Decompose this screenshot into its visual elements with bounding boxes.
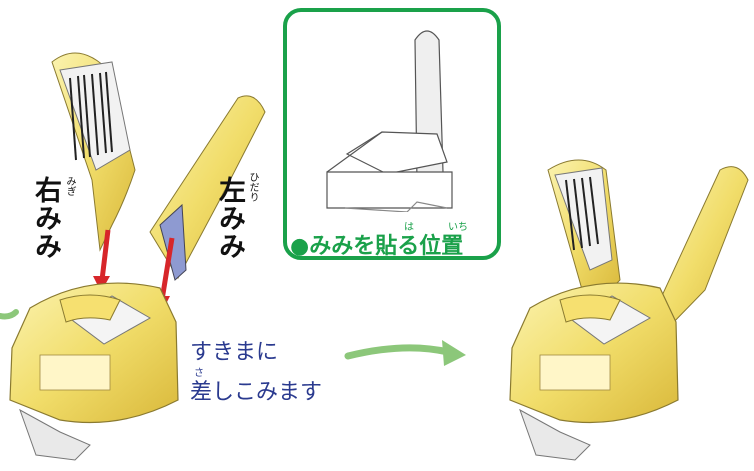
right-ear-tab <box>51 52 136 252</box>
right-ear-ruby: みぎ <box>64 176 75 196</box>
right-ear-label: 右みみ <box>30 176 61 260</box>
left-ear-label: 左みみ <box>214 176 245 260</box>
instruction-line-1: すきまに <box>190 340 279 365</box>
inset-diagram <box>326 30 453 212</box>
arrow-middle <box>344 344 452 360</box>
red-arrows <box>99 229 175 301</box>
right-package-result <box>509 159 749 461</box>
inset-ruby-ichi: いち <box>448 222 468 233</box>
inset-ruby-ha: は <box>404 222 414 233</box>
left-package-body <box>9 282 179 461</box>
inset-frame <box>283 8 501 260</box>
left-ear-ruby: ひだり <box>247 172 258 202</box>
instruction-ruby-sa: さ <box>194 368 204 379</box>
instruction-line-2: 差しこみます <box>190 380 323 405</box>
arrow-left-stub <box>0 309 19 320</box>
inset-caption: ●みみを貼る位置 <box>290 234 464 259</box>
